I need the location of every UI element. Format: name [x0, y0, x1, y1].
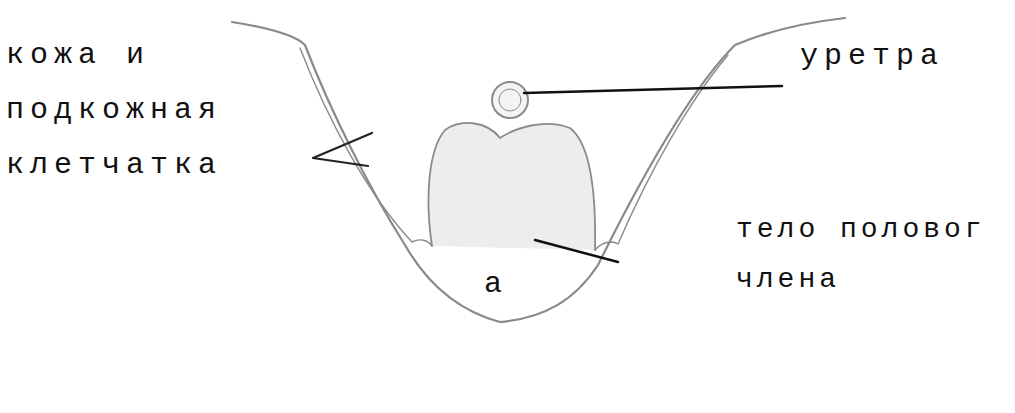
subcutaneous-line	[595, 55, 728, 250]
part-label: уретра	[800, 36, 1000, 76]
leader-line	[535, 240, 618, 262]
part-label: кожа и подкожная клетчатка	[6, 28, 241, 193]
letter-label: а	[484, 264, 524, 304]
urethra-circle	[492, 82, 528, 118]
penis-body	[428, 123, 595, 250]
subcutaneous-line	[300, 48, 432, 246]
urethra-lumen	[499, 89, 521, 111]
part-label: тело половог члена	[736, 205, 1004, 305]
leader-line	[524, 86, 782, 93]
bracket	[313, 133, 372, 166]
